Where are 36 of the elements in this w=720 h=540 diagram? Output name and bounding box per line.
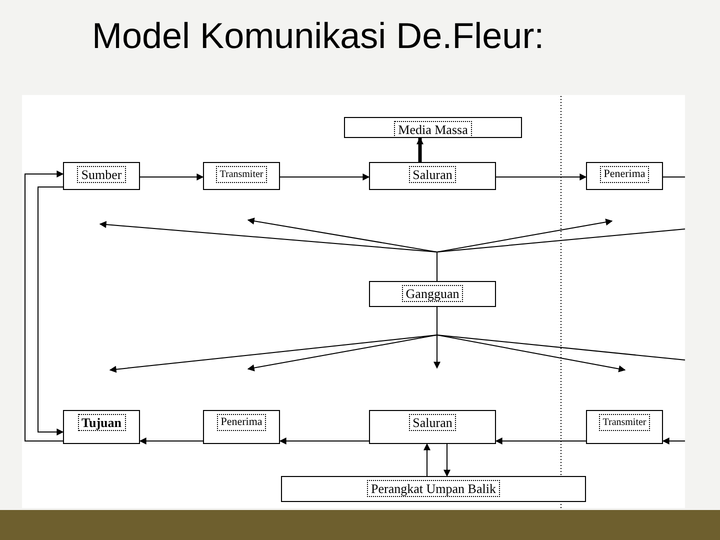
arrow [496, 174, 587, 180]
arrow [140, 174, 204, 180]
box-label: Penerima [216, 414, 266, 431]
process-box [63, 162, 140, 190]
arrow [38, 186, 64, 436]
process-box [586, 410, 663, 444]
box-label: Perangkat Umpan Balik [367, 480, 500, 497]
process-box [203, 410, 280, 444]
arrow [280, 174, 370, 180]
arrow [416, 137, 424, 162]
process-box [281, 476, 586, 502]
process-box [369, 162, 496, 190]
box-label: Sumber [77, 166, 126, 183]
box-label: Gangguan [402, 285, 464, 302]
box-label: Saluran [408, 166, 456, 183]
process-box [369, 410, 496, 444]
arrow [24, 170, 64, 442]
arrow [434, 306, 440, 369]
process-box [344, 117, 522, 138]
box-label: Media Massa [394, 121, 472, 138]
process-box [586, 162, 663, 190]
box-label: Penerima [600, 166, 650, 183]
arrow [495, 438, 586, 444]
box-label: Saluran [408, 414, 456, 431]
process-box [63, 410, 140, 444]
arrow [424, 443, 430, 476]
arrow [662, 438, 686, 444]
box-label: Transmiter [598, 414, 650, 431]
arrow [444, 444, 450, 477]
arrow [279, 438, 370, 444]
process-box [369, 281, 496, 307]
box-label: Transmiter [216, 166, 268, 183]
box-label: Tujuan [78, 414, 126, 431]
title: Model Komunikasi De.Fleur: [92, 14, 544, 58]
process-box [203, 162, 280, 190]
arrow [139, 438, 204, 444]
